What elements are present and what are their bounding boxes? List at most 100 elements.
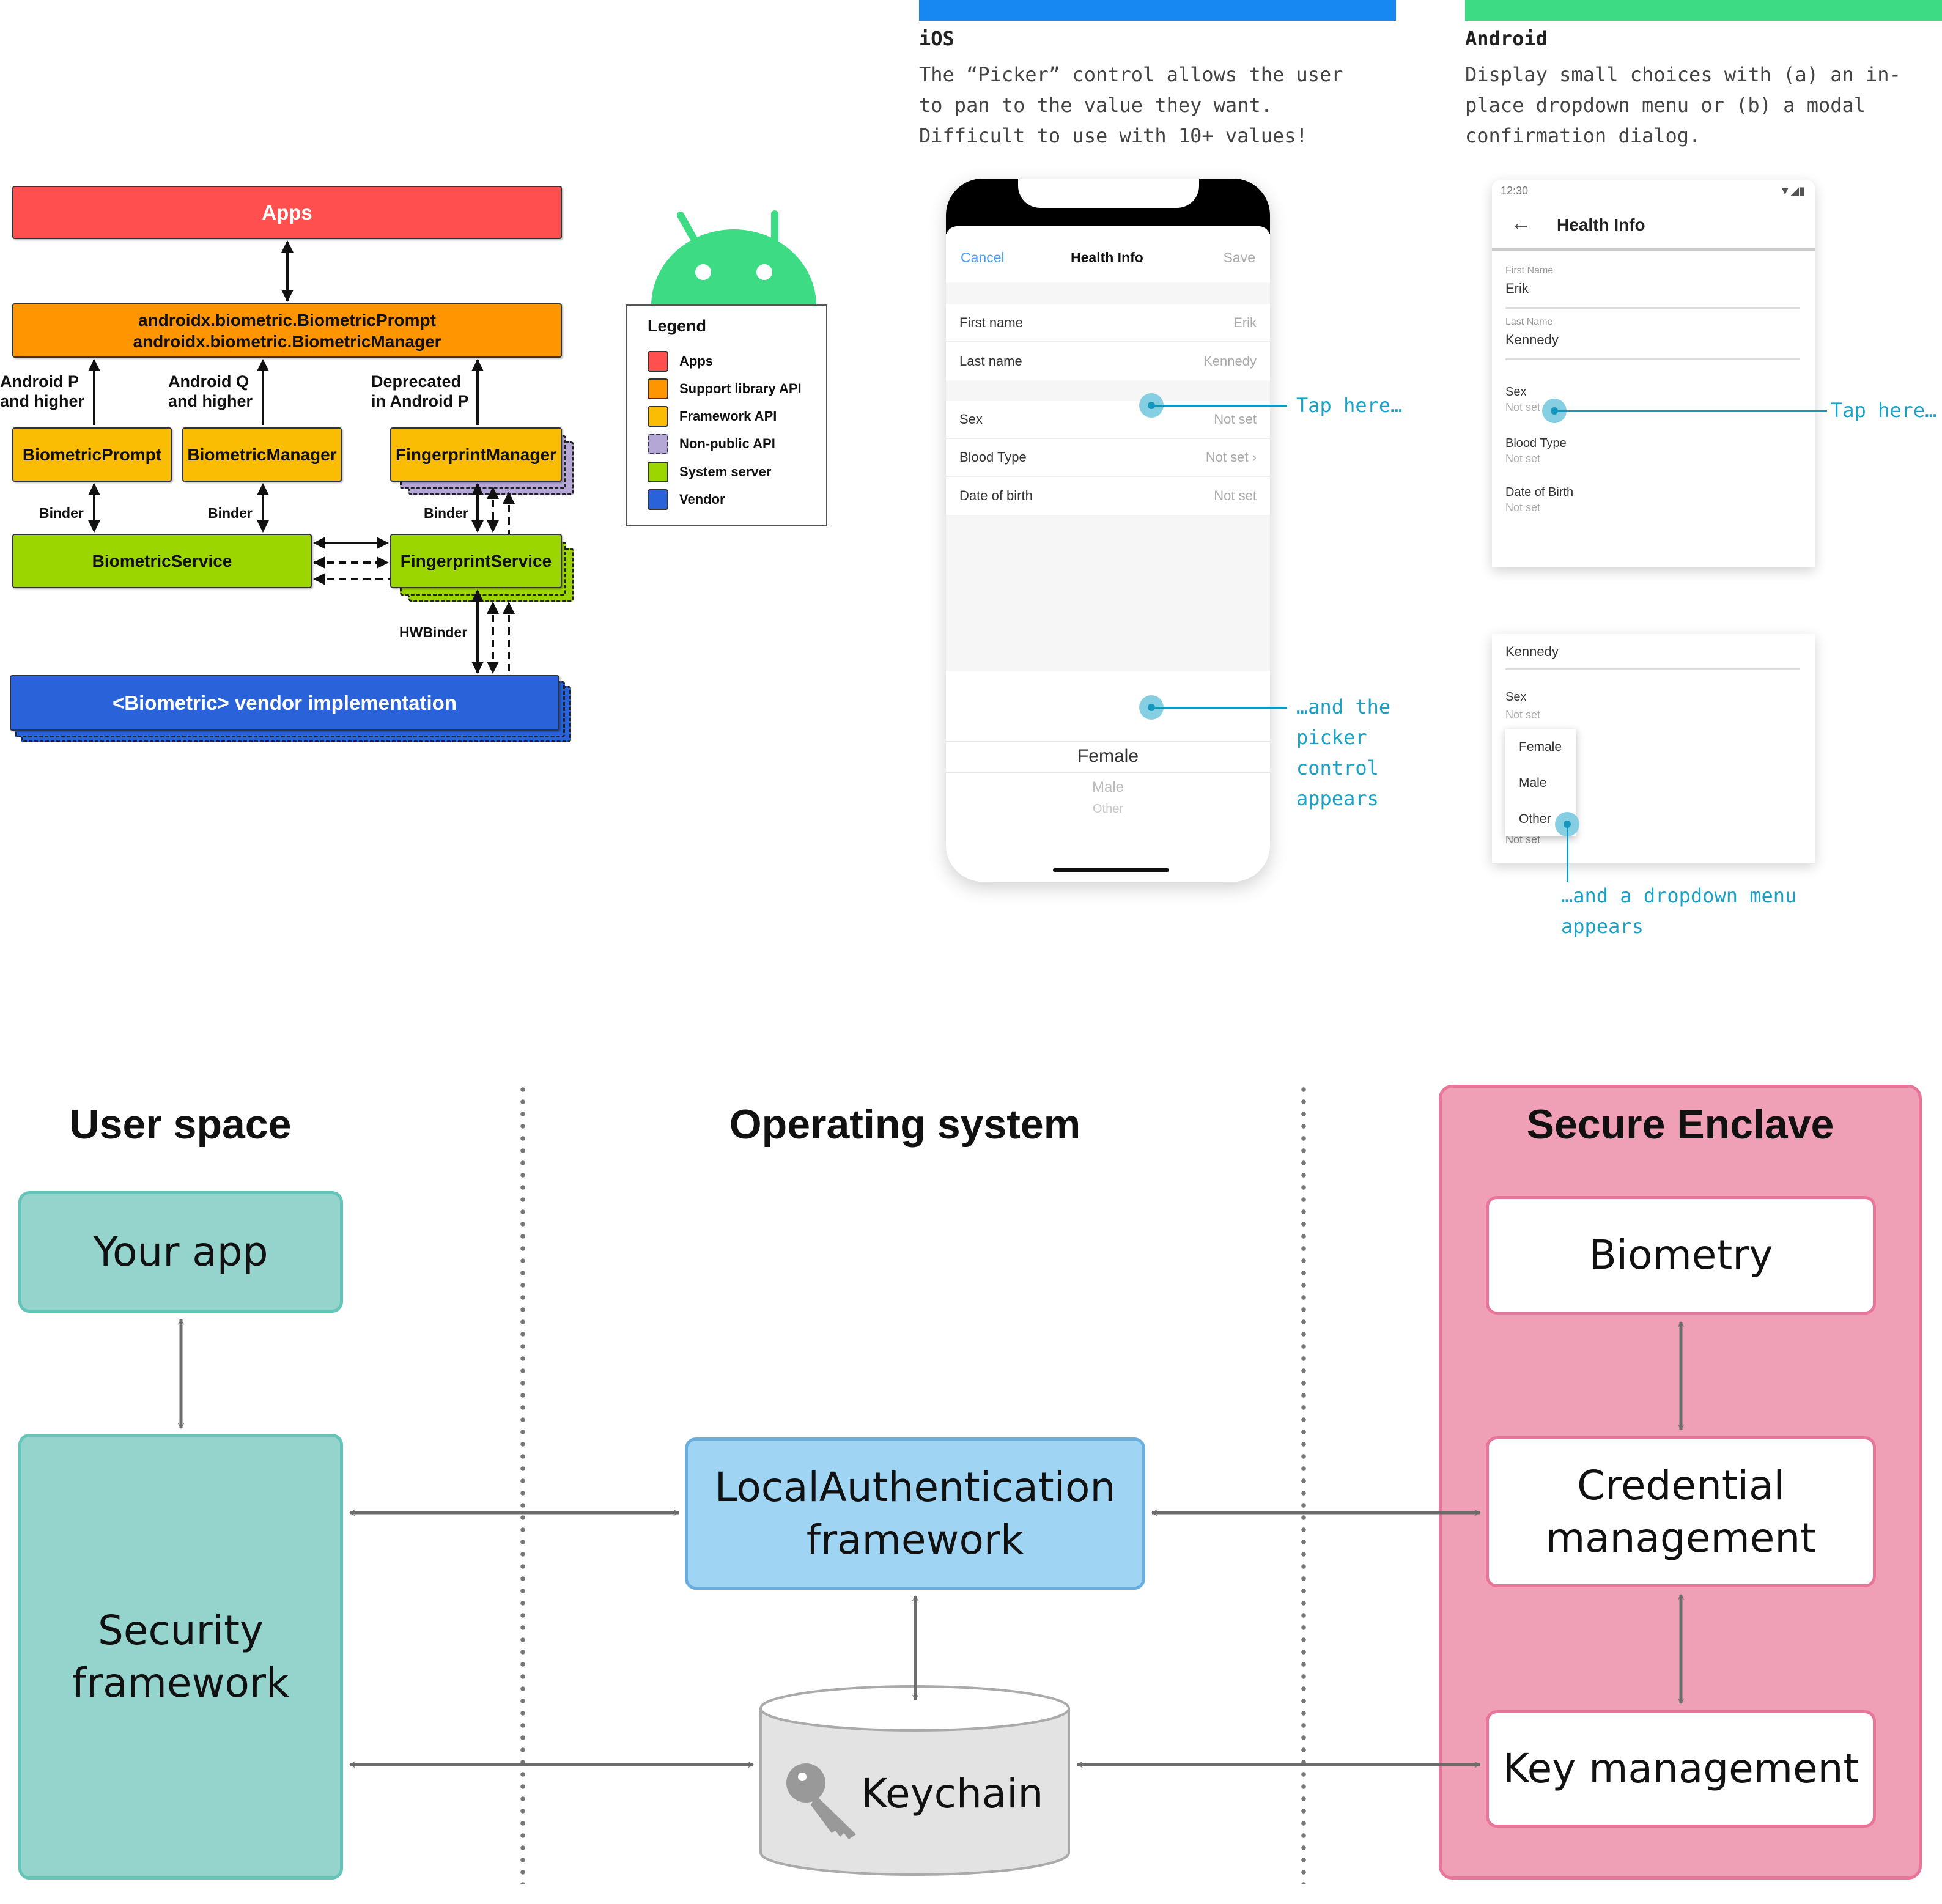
callout-line [1151,405,1287,407]
field-label: Last Name [1505,317,1553,327]
keychain-label: Keychain [861,1770,1044,1817]
legend-item-label: System server [679,464,772,479]
ios-picker[interactable]: Female Male Other [946,741,1270,839]
dropdown-option[interactable]: Female [1519,740,1562,754]
version-label-p: Android P and higher [0,372,84,411]
picker-option[interactable]: Other [1092,802,1124,816]
vendor-implementation-box: <Biometric> vendor implementation [10,675,559,731]
picker-option-selected[interactable]: Female [1077,746,1139,766]
biometric-manager-box: BiometricManager [182,427,342,482]
binder-label-1: Binder [39,505,84,521]
legend-item-non-public: Non-public API [648,434,775,454]
sex-label: Sex [1505,690,1527,704]
row-label: Blood Type [959,449,1027,465]
column-title-operating-system: Operating system [729,1101,1081,1148]
row-value: Not set › [1205,449,1257,465]
ios-title: iOS [919,27,954,50]
version-label-q-line2: and higher [168,392,253,411]
sex-value: Not set [1505,709,1541,721]
dropdown-option[interactable]: Male [1519,776,1547,790]
app-bar-divider [1492,248,1815,251]
biometric-manager-label: BiometricManager [187,445,337,464]
field-value: Erik [1505,281,1529,296]
row-label: Sex [959,411,983,427]
item-value: Not set [1505,501,1541,514]
security-framework-box: Security framework [18,1434,343,1880]
field-underline [1505,358,1800,360]
security-framework-label: Security framework [72,1606,290,1707]
android-status-time: 12:30 [1501,185,1529,197]
column-divider [1301,1083,1306,1884]
field-underline [1505,307,1800,309]
ios-section-gap-2 [946,380,1270,401]
apps-layer: Apps [12,186,562,239]
ios-home-indicator [1053,868,1169,872]
your-app-label: Your app [93,1228,268,1275]
column-title-secure-enclave: Secure Enclave [1526,1101,1834,1148]
local-authentication-box: LocalAuthentication framework [685,1437,1145,1590]
biometric-service-box: BiometricService [12,534,312,588]
legend-swatch [648,378,668,399]
android-callout-tap: Tap here… [1831,399,1937,422]
android-robot-head-icon [651,210,816,306]
row-value: Not set [1214,411,1257,427]
callout-line [1554,410,1827,412]
ios-cancel-button[interactable]: Cancel [961,249,1005,265]
callout-line [1151,707,1287,709]
ios-nav-bar: Cancel Health Info Save [946,234,1270,282]
legend-item-label: Support library API [679,381,802,396]
fingerprint-manager-box: FingerprintManager [390,427,562,482]
legend-item-label: Non-public API [679,436,775,451]
biometry-label: Biometry [1589,1231,1773,1279]
last-name-value: Kennedy [1505,644,1559,659]
key-icon [786,1763,856,1839]
legend-item-apps: Apps [648,351,713,372]
ios-row-sex[interactable]: Sex Not set [946,401,1270,439]
version-label-q: Android Q and higher [168,372,253,411]
binder-label-2: Binder [208,505,253,521]
ios-callout-tap: Tap here… [1296,394,1403,417]
android-screen-2: Kennedy Sex Not set Not set Female Male … [1492,634,1815,863]
ios-notch [1018,179,1199,208]
version-label-deprecated-line2: in Android P [371,392,469,411]
ios-description: The “Picker” control allows the user to … [919,63,1343,147]
android-app-bar-title: Health Info [1557,215,1645,234]
legend-item-vendor: Vendor [648,489,725,510]
ios-save-button[interactable]: Save [1223,249,1255,265]
legend-item-label: Vendor [679,492,725,507]
legend-swatch [648,462,668,482]
item-label: Blood Type [1505,437,1567,450]
version-label-p-line1: Android P [0,372,79,391]
field-label: First Name [1505,265,1554,276]
item-label: Date of Birth [1505,485,1574,499]
binder-label-3: Binder [424,505,468,521]
column-divider [520,1083,525,1884]
column-title-user-space: User space [69,1101,292,1148]
fingerprint-manager-label: FingerprintManager [396,445,556,464]
picker-selection-band [946,741,1270,773]
version-label-deprecated: Deprecated in Android P [371,372,468,411]
row-value: Kennedy [1203,353,1257,369]
row-label: First name [959,315,1023,330]
legend-item-label: Framework API [679,408,777,424]
apps-layer-label: Apps [262,201,312,224]
ios-nav-title: Health Info [1071,249,1143,265]
your-app-box: Your app [18,1191,343,1313]
legend-swatch [648,489,668,510]
android-title: Android [1465,27,1548,50]
back-arrow-icon[interactable]: ← [1510,212,1531,235]
ios-row-blood-type[interactable]: Blood Type Not set › [946,439,1270,477]
legend-swatch [648,406,668,427]
field-underline [1505,668,1800,670]
fingerprint-service-box: FingerprintService [390,534,562,588]
android-status-icons: ▼◢▮ [1779,185,1805,197]
dropdown-option[interactable]: Other [1519,812,1551,826]
picker-option[interactable]: Male [1091,779,1124,795]
ios-callout-picker: …and the picker control appears [1296,695,1391,810]
biometric-prompt-box: BiometricPrompt [12,427,172,482]
version-label-q-line1: Android Q [168,372,249,391]
